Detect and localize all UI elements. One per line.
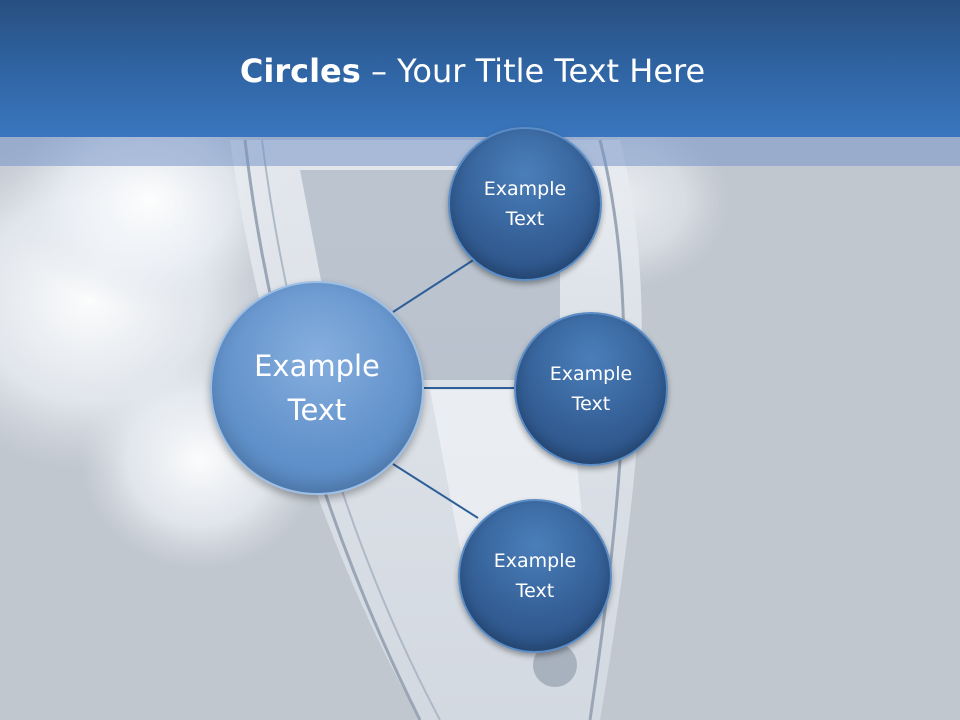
slide-title: Circles – Your Title Text Here [0, 52, 945, 90]
title-bold: Circles [239, 52, 361, 90]
node-line1: Example [549, 363, 633, 385]
center-line2: Text [287, 393, 347, 427]
title-rest: – Your Title Text Here [360, 52, 706, 90]
node-line2: Text [515, 580, 555, 602]
connector-top [392, 256, 479, 313]
connector-bottom [392, 463, 479, 519]
header-bar [0, 0, 960, 137]
node-line2: Text [571, 393, 611, 415]
node-line2: Text [505, 208, 545, 230]
node-line1: Example [483, 178, 567, 200]
node-line1: Example [493, 550, 577, 572]
center-line1: Example [254, 349, 380, 383]
